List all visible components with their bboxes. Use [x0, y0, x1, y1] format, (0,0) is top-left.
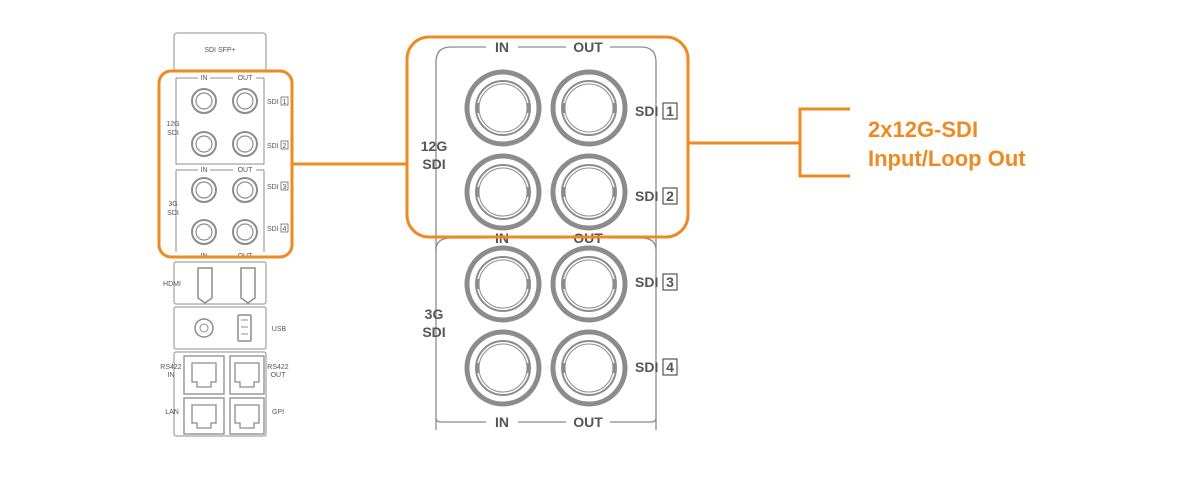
zoom-sdi-number: 1: [666, 103, 674, 119]
panel-hdmi-block: [173, 261, 267, 305]
rear-panel-overview: [173, 32, 267, 437]
usb-label: USB: [272, 326, 287, 333]
zoom-sdi-number: 4: [666, 359, 674, 375]
bnc-connector-large: [550, 69, 628, 147]
bnc-connector: [191, 219, 217, 245]
bnc-connector: [191, 88, 217, 114]
rs422-out-label: OUT: [271, 372, 287, 379]
sfp-label: SDI SFP+: [204, 47, 235, 54]
callout-subtitle: Input/Loop Out: [868, 146, 1026, 171]
bnc-connector-large: [464, 69, 542, 147]
bnc-connector-large: [464, 329, 542, 407]
lan-label: LAN: [165, 409, 179, 416]
bnc-connector-large: [550, 153, 628, 231]
panel-out-label: OUT: [238, 75, 254, 82]
panel-12g-label: SDI: [167, 130, 179, 137]
panel-12g-label: 12G: [166, 121, 179, 128]
zoom-sdi-label: SDI: [635, 274, 658, 290]
zoomed-bnc-connectors: [464, 69, 628, 407]
bnc-connector-large: [464, 153, 542, 231]
rs422-out-label: RS422: [267, 364, 289, 371]
panel-sdi-label: SDI: [267, 226, 279, 233]
rs422-in-label: RS422: [160, 364, 182, 371]
panel-sdi-label: SDI: [267, 143, 279, 150]
callout-title: 2x12G-SDI: [868, 117, 978, 142]
panel-in-label: IN: [201, 75, 208, 82]
bnc-connector-large: [550, 329, 628, 407]
callout-bracket: [688, 107, 850, 178]
bnc-connector-large: [550, 245, 628, 323]
panel-12g-block: [175, 78, 265, 165]
rj45-port-icon: [229, 397, 265, 435]
zoom-labels: IN OUT IN OUT IN OUT 12G SDI 3G SDI SDI …: [421, 39, 678, 430]
zoom-highlight-box: [405, 35, 690, 239]
panel-sdi-number: 3: [283, 184, 287, 191]
panel-out-label: OUT: [238, 167, 254, 174]
usb-port-icon: [237, 314, 252, 342]
bnc-connector: [191, 177, 217, 203]
hdmi-port-icon: [197, 267, 213, 304]
bnc-connector: [232, 219, 258, 245]
hdmi-ports: [197, 267, 256, 304]
zoom-out-label: OUT: [573, 414, 603, 430]
zoom-sdi-label: SDI: [635, 188, 658, 204]
zoom-12g-label: SDI: [422, 156, 445, 172]
bnc-connector: [191, 131, 217, 157]
rs422-in-label: IN: [168, 372, 175, 379]
reference-jack-icon: [194, 318, 214, 338]
panel-sdi-number: 1: [283, 99, 287, 106]
zoom-in-label: IN: [495, 414, 509, 430]
hdmi-port-icon: [240, 267, 256, 304]
panel-usb-block: [173, 306, 267, 350]
gpi-label: GPI: [272, 409, 284, 416]
rj45-port-icon: [229, 355, 265, 395]
zoom-in-label: IN: [495, 39, 509, 55]
panel-sdi-number: 4: [283, 226, 287, 233]
zoom-out-label: OUT: [573, 39, 603, 55]
rj45-port-icon: [183, 355, 225, 395]
panel-3g-label: SDI: [167, 210, 179, 217]
panel-sdi-label: SDI: [267, 99, 279, 106]
panel-network-block: [173, 351, 267, 437]
panel-bnc-connectors: [191, 88, 258, 245]
panel-in-label: IN: [201, 167, 208, 174]
bnc-connector: [232, 88, 258, 114]
bnc-connector-large: [464, 245, 542, 323]
zoom-3g-label: 3G: [425, 306, 444, 322]
panel-3g-label: 3G: [168, 201, 177, 208]
zoom-3g-label: SDI: [422, 324, 445, 340]
hdmi-label: HDMI: [163, 281, 181, 288]
bnc-connector: [232, 177, 258, 203]
panel-sdi-label: SDI: [267, 184, 279, 191]
zoom-12g-label: 12G: [421, 138, 448, 154]
zoom-sdi-label: SDI: [635, 359, 658, 375]
rj45-port-icon: [183, 397, 225, 435]
zoom-sdi-number: 3: [666, 274, 674, 290]
bnc-connector: [232, 131, 258, 157]
panel-sdi-number: 2: [283, 143, 287, 150]
zoom-sdi-number: 2: [666, 188, 674, 204]
zoom-sdi-label: SDI: [635, 103, 658, 119]
